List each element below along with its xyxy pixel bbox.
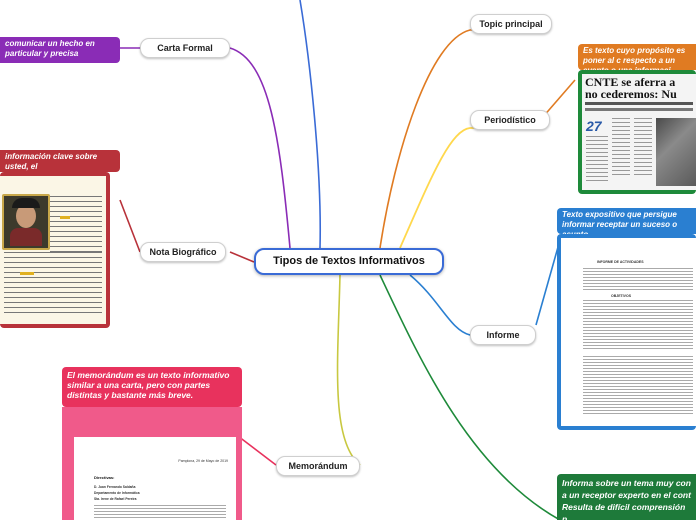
newspaper-number: 27	[586, 118, 602, 134]
newspaper-image: CNTE se aferra a no cederemos: Nu 27	[582, 74, 696, 190]
link-memorandum	[336, 274, 361, 466]
carta-formal-node[interactable]: Carta Formal	[140, 38, 230, 58]
newspaper-panel: CNTE se aferra a no cederemos: Nu 27	[578, 70, 696, 194]
informe-doc-title: INFORME DE ACTIVIDADES	[597, 260, 644, 264]
memo-panel: Pamplona, 29 de Mayo de 2019 Directivas:…	[62, 407, 242, 520]
link-nota	[229, 251, 255, 263]
bio-panel	[0, 172, 110, 328]
bio-document	[0, 176, 106, 324]
memo-callout: El memorándum es un texto informativo si…	[62, 367, 242, 407]
extra-callout: Informa sobre un tema muy con a un recep…	[557, 474, 696, 520]
nota-callout: información clave sobre usted, el	[0, 150, 120, 172]
link-nota-callout	[119, 199, 141, 253]
link-informe-callout	[535, 239, 561, 326]
periodistico-callout: Es texto cuyo propósito es poner al c re…	[578, 44, 696, 70]
central-topic[interactable]: Tipos de Textos Informativos	[254, 248, 444, 275]
informe-document: INFORME DE ACTIVIDADES OBJETIVOS	[561, 238, 696, 426]
informe-node[interactable]: Informe	[470, 325, 536, 345]
topic-principal-node[interactable]: Topic principal	[470, 14, 552, 34]
bio-portrait	[2, 194, 50, 250]
informe-doc-sub: OBJETIVOS	[611, 294, 632, 298]
memo-to3: Sta. Irene de Rafael Pereira	[94, 497, 137, 501]
newspaper-headline: CNTE se aferra a no cederemos: Nu	[585, 75, 677, 101]
informe-panel: INFORME DE ACTIVIDADES OBJETIVOS	[557, 234, 696, 430]
link-up	[299, 0, 322, 249]
link-topic-principal	[379, 29, 550, 249]
memo-document: Pamplona, 29 de Mayo de 2019 Directivas:…	[74, 437, 236, 520]
informe-callout: Texto expositivo que persigue informar r…	[557, 208, 696, 234]
link-informe	[409, 274, 536, 336]
link-periodistico	[399, 127, 542, 249]
memorandum-node[interactable]: Memorándum	[276, 456, 360, 476]
periodistico-node[interactable]: Periodístico	[470, 110, 550, 130]
link-peri-callout	[541, 79, 576, 119]
carta-callout: comunicar un hecho en particular y preci…	[0, 37, 120, 63]
memo-date: Pamplona, 29 de Mayo de 2019	[178, 459, 228, 463]
memo-to1: D. Juan Fernando Saldaña	[94, 485, 136, 489]
nota-biografica-node[interactable]: Nota Biográfico	[140, 242, 226, 262]
link-extra	[379, 274, 561, 520]
memo-to2: Departamento de Informática	[94, 491, 140, 495]
memo-label: Directivas:	[94, 475, 115, 480]
link-carta	[229, 47, 291, 249]
